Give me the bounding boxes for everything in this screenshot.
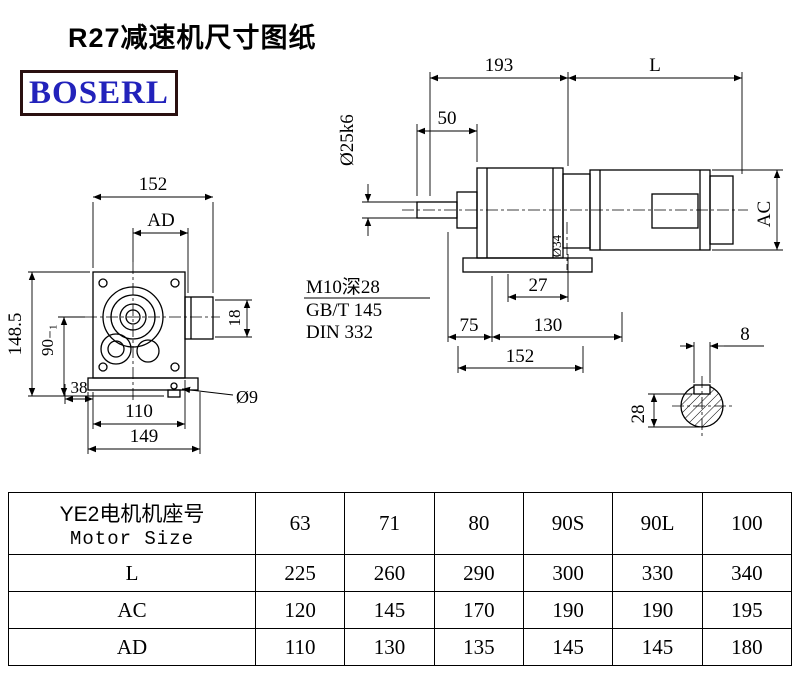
shaft-section-dimensions xyxy=(648,342,764,428)
foot-tab xyxy=(167,389,181,398)
dim-130-label: 130 xyxy=(534,315,563,336)
dim-L-label: L xyxy=(649,55,661,76)
dim-152-side-label: 152 xyxy=(506,346,535,367)
cell-L-63: 225 xyxy=(254,554,346,592)
motor-size-label-cn: YE2电机机座号 xyxy=(59,502,205,526)
motor-size-label-en: Motor Size xyxy=(69,527,195,550)
dim-key-height-label: 28 xyxy=(628,405,649,424)
side-view-body xyxy=(416,167,734,273)
dim-AC-label: AC xyxy=(754,201,775,227)
row-label-L: L xyxy=(8,554,256,592)
cell-L-71: 260 xyxy=(344,554,435,592)
cell-AC-90S: 190 xyxy=(522,591,614,629)
cell-AD-71: 130 xyxy=(344,628,435,666)
dim-shaft-dia-label: Ø25k6 xyxy=(337,114,358,166)
table-row-AC: AC 120 145 170 190 190 195 xyxy=(8,591,793,629)
page-title: R27减速机尺寸图纸 xyxy=(68,23,317,53)
cell-AD-90S: 145 xyxy=(522,628,614,666)
front-view-dimensions xyxy=(28,193,252,454)
row-label-AD: AD xyxy=(8,628,256,666)
dim-flange-dia-label: Ø34 xyxy=(549,234,564,257)
motor-size-80: 80 xyxy=(433,492,524,555)
side-view-dimensions xyxy=(304,72,783,373)
terminal-box xyxy=(184,296,214,340)
adapter-flange xyxy=(562,173,591,249)
cell-L-90L: 330 xyxy=(612,554,703,592)
dimension-table: YE2电机机座号 Motor Size 63 71 80 90S 90L 100… xyxy=(8,492,793,666)
front-view-centerlines xyxy=(85,262,220,400)
cell-AC-71: 145 xyxy=(344,591,435,629)
dim-90-label: 90₋₁ xyxy=(38,324,57,356)
gearbox-foot xyxy=(462,257,593,273)
note-din-standard: DIN 332 xyxy=(306,322,373,343)
dim-110-label: 110 xyxy=(125,401,153,422)
motor-size-90S: 90S xyxy=(522,492,614,555)
side-view-centerlines xyxy=(402,209,748,270)
shaft-section-centerlines xyxy=(672,376,732,436)
dim-148-5-label: 148.5 xyxy=(5,313,26,356)
front-view-labels: 152 AD 148.5 90₋₁ 18 38 110 149 Ø9 xyxy=(5,174,258,447)
dim-27-label: 27 xyxy=(529,275,548,296)
dim-193-label: 193 xyxy=(485,55,514,76)
dim-50-label: 50 xyxy=(438,108,457,129)
table-row-AD: AD 110 130 135 145 145 180 xyxy=(8,628,793,666)
note-gb-standard: GB/T 145 xyxy=(306,300,382,321)
cell-L-80: 290 xyxy=(433,554,524,592)
cell-AD-100: 180 xyxy=(701,628,793,666)
motor-size-90L: 90L xyxy=(612,492,703,555)
foot-hole xyxy=(170,382,178,390)
row-label-AC: AC xyxy=(8,591,256,629)
note-tap-hole: M10深28 xyxy=(306,276,380,298)
boserl-logo-text: BOSERL xyxy=(29,74,169,111)
shaft-section-labels: 8 28 xyxy=(628,324,750,424)
cell-AD-63: 110 xyxy=(254,628,346,666)
cell-AD-90L: 145 xyxy=(612,628,703,666)
table-row-L: L 225 260 290 300 330 340 xyxy=(8,554,793,592)
dim-AD-label: AD xyxy=(147,210,174,231)
cell-AD-80: 135 xyxy=(433,628,524,666)
technical-drawing: 193 L 50 Ø25k6 AC Ø34 27 75 130 152 M10深… xyxy=(5,55,783,454)
dim-38-label: 38 xyxy=(71,378,88,397)
boserl-logo: BOSERL xyxy=(20,70,178,116)
housing-base xyxy=(87,377,199,391)
dim-18-label: 18 xyxy=(225,310,244,327)
dim-149-label: 149 xyxy=(130,426,159,447)
cell-L-90S: 300 xyxy=(522,554,614,592)
table-header-row: YE2电机机座号 Motor Size 63 71 80 90S 90L 100 xyxy=(8,492,793,555)
motor-size-100: 100 xyxy=(701,492,793,555)
dim-hole-dia-label: Ø9 xyxy=(236,387,258,407)
motor-size-header-cell: YE2电机机座号 Motor Size xyxy=(8,492,256,555)
cell-L-100: 340 xyxy=(701,554,793,592)
motor-label-plate xyxy=(651,193,699,229)
cell-AC-100: 195 xyxy=(701,591,793,629)
side-view-labels: 193 L 50 Ø25k6 AC Ø34 27 75 130 152 M10深… xyxy=(306,55,775,367)
front-view-body xyxy=(87,271,214,398)
motor-size-71: 71 xyxy=(344,492,435,555)
motor-size-63: 63 xyxy=(254,492,346,555)
dim-152-front-label: 152 xyxy=(139,174,168,195)
dim-key-width-label: 8 xyxy=(740,324,750,345)
dim-75-label: 75 xyxy=(460,315,479,336)
cell-AC-63: 120 xyxy=(254,591,346,629)
cell-AC-80: 170 xyxy=(433,591,524,629)
cell-AC-90L: 190 xyxy=(612,591,703,629)
